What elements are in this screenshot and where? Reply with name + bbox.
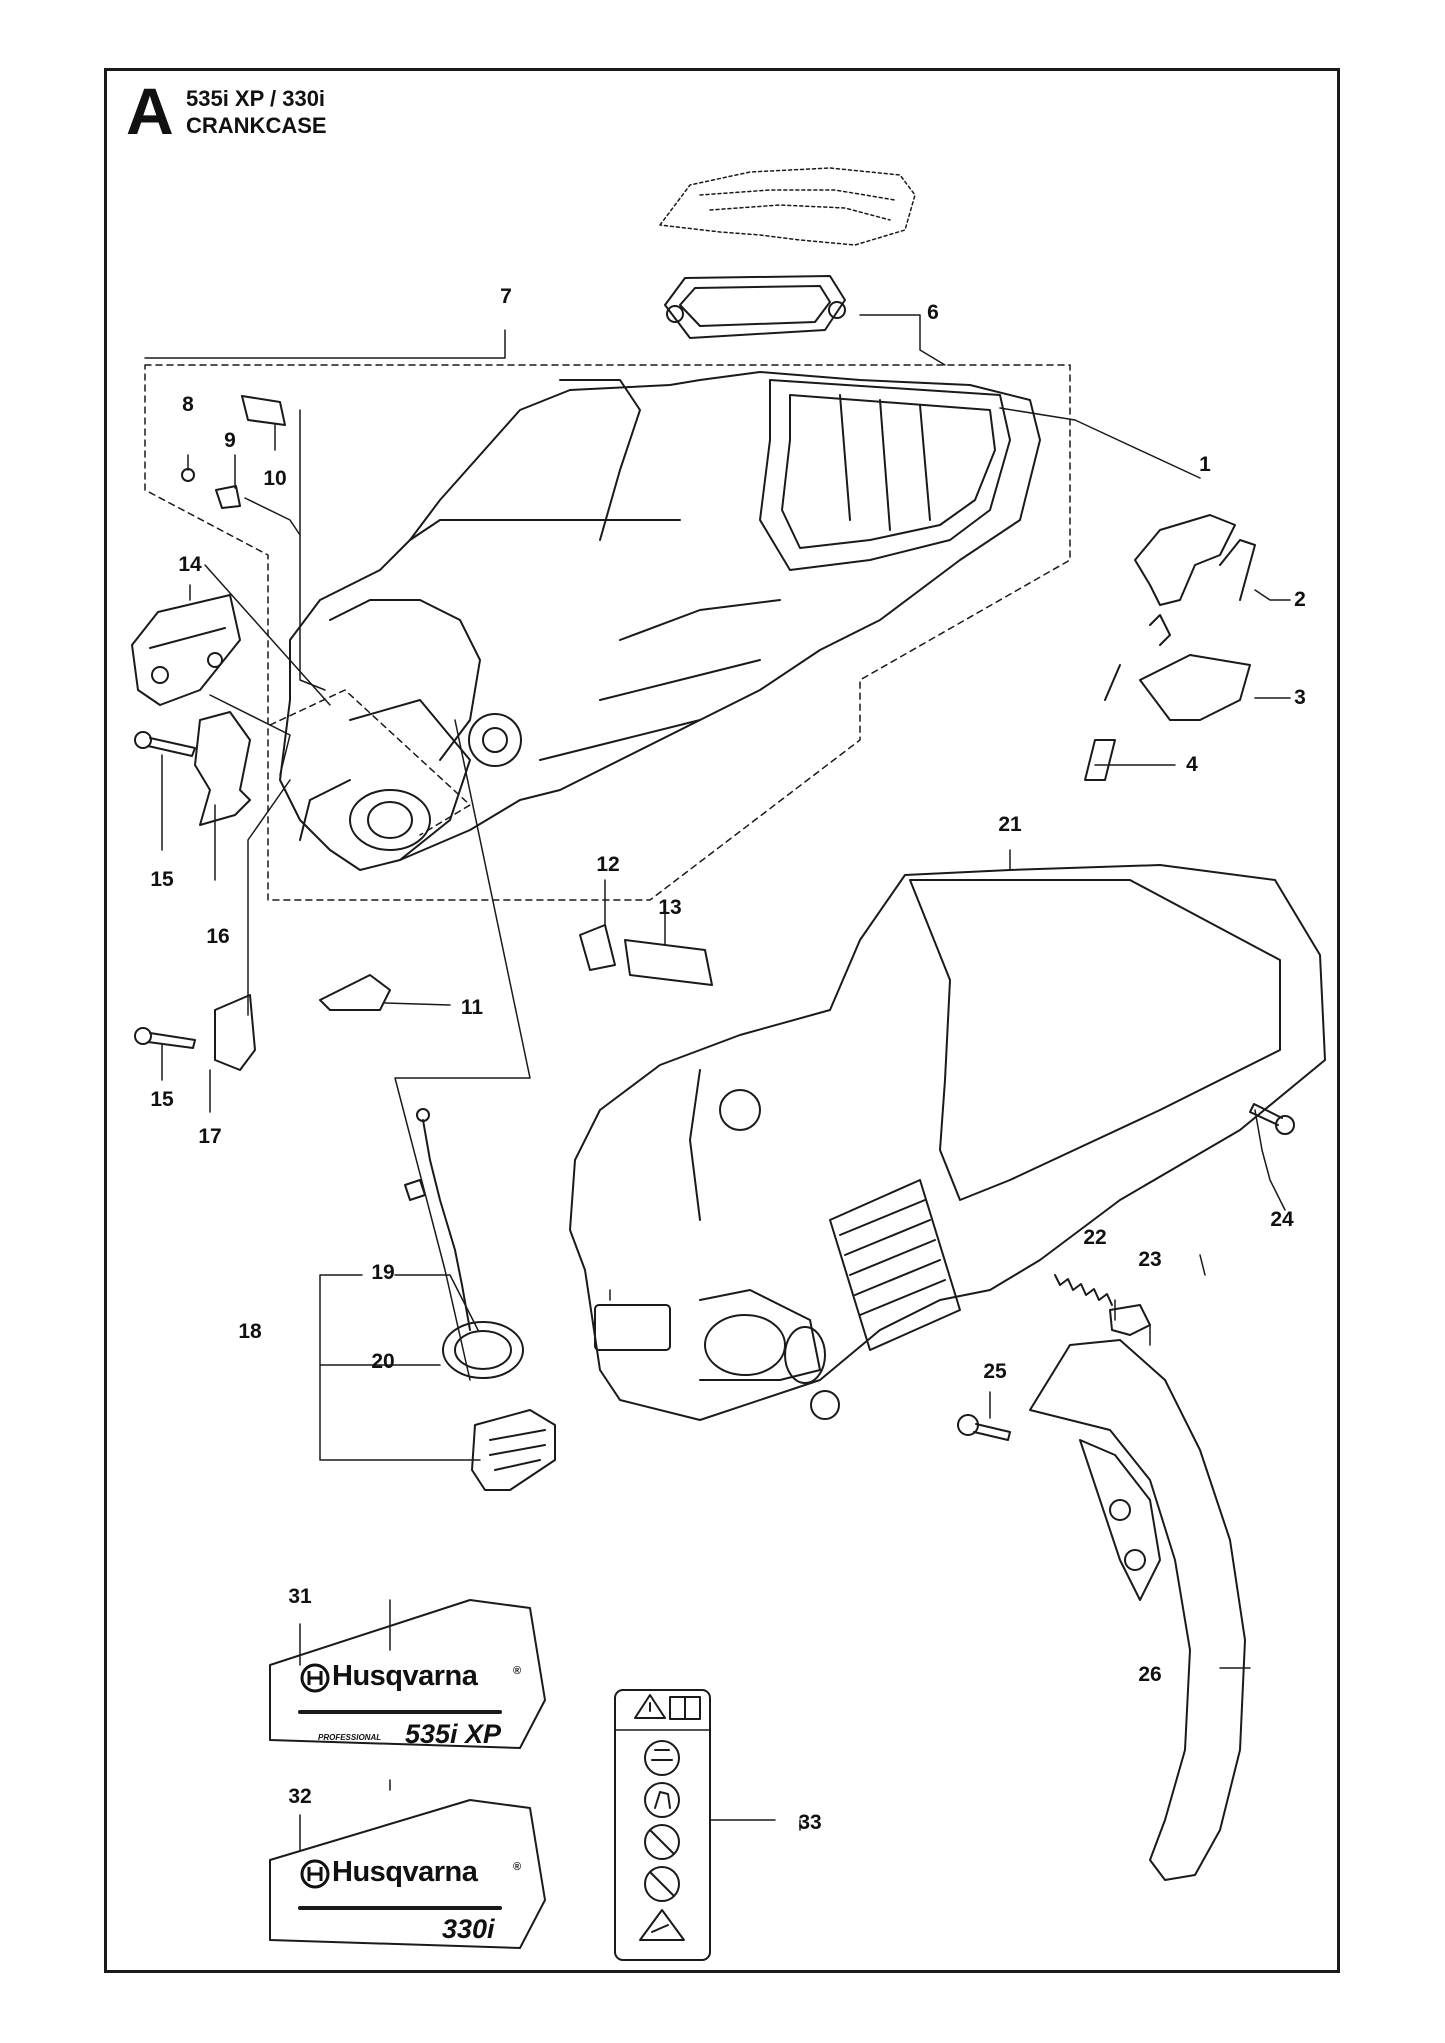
filter-cover-top [659,167,916,246]
kickback-icon [639,1909,685,1941]
callout-21: 21 [998,813,1022,836]
callout-25: 25 [983,1360,1007,1383]
screw-part-15-upper [134,731,196,757]
manual-book-icon [669,1696,701,1720]
callout-31: 31 [288,1585,312,1608]
husqvarna-logo-icon [300,1663,330,1693]
guide-plate-part-14 [131,594,241,706]
callout-15-lower: 15 [150,1088,174,1111]
decal-31-outline [269,1599,546,1749]
spring-part-22 [1054,1274,1113,1306]
gasket-frame-part-6 [664,275,846,339]
callout-23: 23 [1138,1248,1162,1271]
safety-label-33 [614,1689,711,1961]
bracket-18 [319,1274,481,1461]
callout-4: 4 [1186,753,1198,776]
assembly-title: CRANKCASE [186,113,327,138]
group-inner-dashed [269,689,471,836]
decal-32-model: 330i [442,1914,495,1944]
callout-7: 7 [500,285,512,308]
callout-19: 19 [371,1261,395,1284]
callout-17: 17 [198,1125,222,1148]
screw-part-25 [957,1414,1011,1441]
callout-3: 3 [1294,686,1306,709]
rear-handle-housing-part-21 [569,864,1326,1421]
callout-16: 16 [206,925,230,948]
decal-31-brand: Husqvarna [332,1660,478,1692]
drawing-frame [104,68,1340,1973]
callout-9: 9 [224,429,236,452]
crankcase-group-dashed-box [144,364,1071,901]
model-title: 535i XP / 330i [186,86,326,111]
callout-18: 18 [238,1320,262,1343]
washer-part-8 [181,468,195,482]
screw-part-24 [1249,1103,1295,1135]
callout-11: 11 [460,996,484,1019]
leader-lines [144,314,1291,1851]
plug-part-9 [215,485,241,509]
husqvarna-logo-icon [300,1859,330,1889]
plug-part-23 [1109,1304,1151,1336]
callout-1: 1 [1199,453,1211,476]
callout-13: 13 [658,896,682,919]
trigger-lockout-part-3 [1139,654,1251,721]
callout-26: 26 [1138,1663,1162,1686]
callout-20: 20 [371,1350,395,1373]
sleeve-part-10 [241,395,286,426]
no-one-hand-icon [644,1824,680,1860]
callout-24: 24 [1270,1208,1294,1231]
cap-assembly-part-18 [404,1108,556,1491]
callout-32: 32 [288,1785,312,1808]
decal-31-model: 535i XP [405,1719,502,1749]
chain-catcher-part-17 [214,994,256,1071]
spring-part-2 [1149,539,1256,646]
callout-8: 8 [182,393,194,416]
seal-ring-part-20 [442,1321,524,1379]
gloves-icon [644,1782,680,1818]
callout-2: 2 [1294,588,1306,611]
bolt-part-13 [624,939,713,986]
callout-14: 14 [178,553,202,576]
decal-32-reg-mark: ® [513,1861,522,1873]
decal-32-outline [269,1799,546,1949]
decal-31-professional: PROFESSIONAL [318,1733,382,1742]
callout-15-upper: 15 [150,868,174,891]
decal-32-brand: Husqvarna [332,1856,478,1888]
screw-part-15-lower [134,1027,196,1049]
cap-part-19 [471,1409,556,1491]
decal-31-reg-mark: ® [513,1665,522,1677]
callout-10: 10 [263,467,287,490]
callout-33: 33 [798,1811,822,1834]
head-protection-icon [644,1740,680,1776]
link-rod-part-4 [1084,664,1121,781]
stop-part-12 [579,924,616,971]
section-letter: A [126,74,174,148]
front-handle-part-26 [1029,1339,1246,1881]
chain-catcher-part-16 [194,711,251,826]
strap-cord [422,1119,471,1331]
warning-triangle-icon [634,1694,666,1719]
callout-22: 22 [1083,1226,1107,1249]
crankcase-body [279,371,1041,871]
no-rain-icon [644,1866,680,1902]
callout-6: 6 [927,301,939,324]
callout-12: 12 [596,853,620,876]
throttle-trigger-part-1 [1134,514,1236,606]
nozzle-part-11 [319,974,391,1011]
